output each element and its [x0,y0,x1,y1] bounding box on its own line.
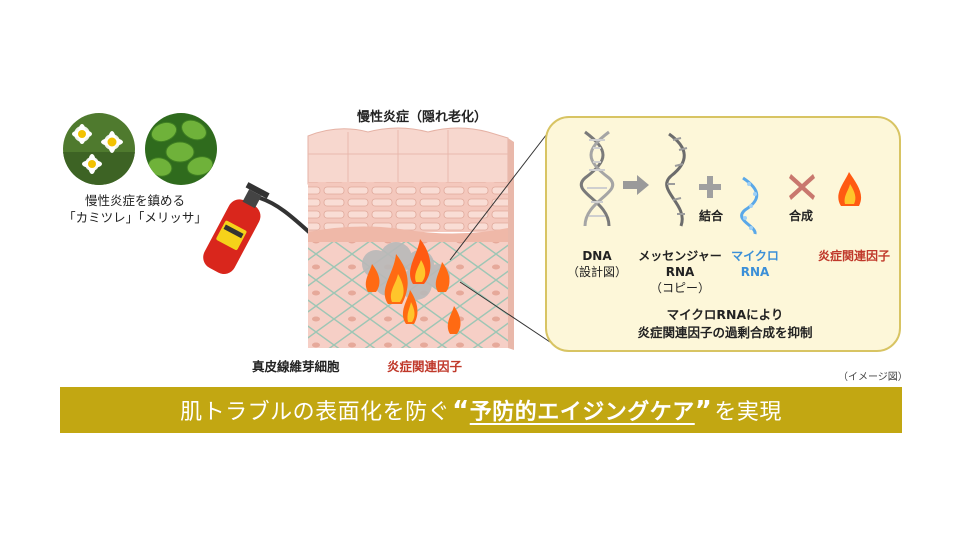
mirna-label-line2: RNA [740,265,770,279]
mrna-sub-text: （コピー） [649,281,710,295]
banner-highlight: “予防的エイジングケア” [452,394,712,426]
synth-label: 合成 [788,209,813,223]
plus-icon [699,176,721,198]
flame-icon [838,172,862,206]
label-fibroblast: 真皮線維芽細胞 [252,359,340,374]
mirna-strand-icon [740,176,759,235]
arrow-right-icon [623,175,649,195]
mrna-strand-icon [665,132,688,227]
dna-label-text: DNA [582,249,612,263]
factor-label: 炎症関連因子 [817,249,890,263]
mirna-panel: 結合 合成 DNA （設計図） メッセンジャー RNA （コピー） マイクロ R… [545,116,901,352]
herb-caption: 慢性炎症を鎮める 「カミツレ」「メリッサ」 [40,192,230,226]
banner-highlight-text: 予防的エイジングケア [469,400,695,425]
blocked-x-icon [789,174,815,200]
banner-suffix: を実現 [714,400,782,425]
dna-helix-icon [579,130,615,227]
summary-line1: マイクロRNAにより [666,307,784,322]
summary-line2: 炎症関連因子の過剰合成を抑制 [637,325,813,340]
dna-sub-text: （設計図） [566,265,627,279]
mrna-label-line1: メッセンジャー [638,249,722,263]
zoom-connector [449,129,551,343]
bottom-banner: 肌トラブルの表面化を防ぐ “予防的エイジングケア” を実現 [60,387,902,433]
chamomile-photo [63,113,135,185]
mrna-label: メッセンジャー RNA （コピー） [635,248,725,296]
dna-label: DNA （設計図） [565,248,629,280]
flame-icon [365,239,461,334]
skin-cross-section [307,127,514,350]
mrna-label-line2: RNA [665,265,695,279]
skin-title: 慢性炎症（隠れ老化） [356,110,487,125]
herb-caption-line1: 慢性炎症を鎮める [84,193,185,208]
mirna-label: マイクロ RNA [725,248,785,280]
bind-label: 結合 [698,209,723,223]
banner-close-quote: ” [694,396,713,426]
melissa-photo [145,113,217,185]
herb-caption-line2: 「カミツレ」「メリッサ」 [63,210,207,225]
banner-prefix: 肌トラブルの表面化を防ぐ [180,400,451,425]
image-note: （イメージ図） [838,372,908,383]
label-inflammatory-factor: 炎症関連因子 [387,359,463,374]
banner-open-quote: “ [452,396,470,426]
mirna-label-line1: マイクロ [731,249,779,263]
panel-summary: マイクロRNAにより 炎症関連因子の過剰合成を抑制 [557,306,893,342]
